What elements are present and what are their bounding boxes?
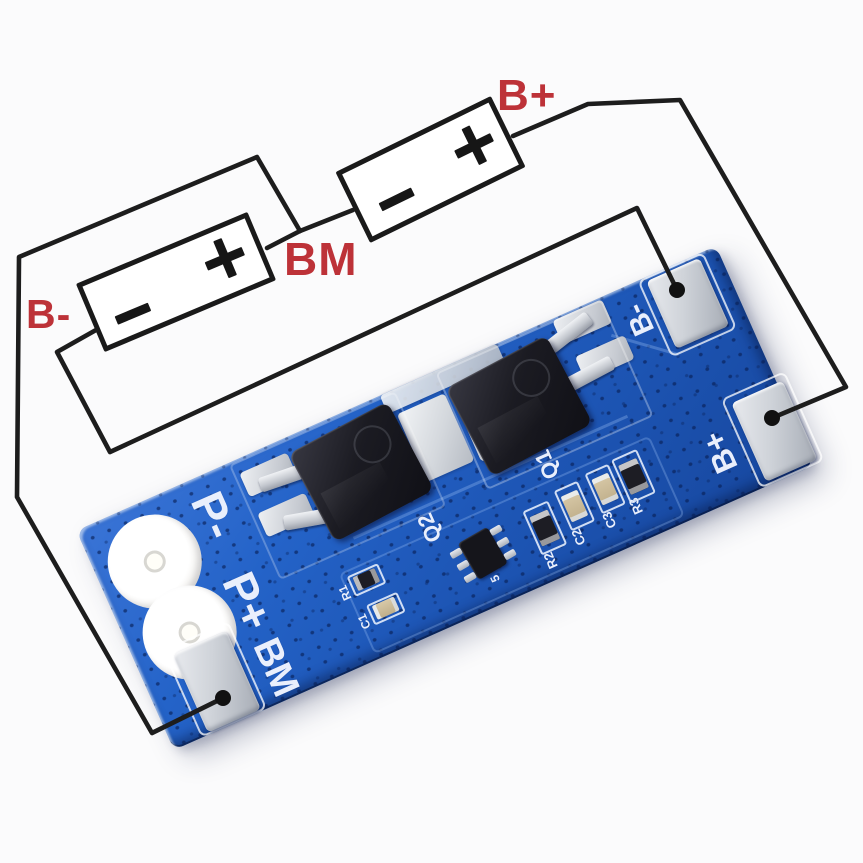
cell2-minus-stub	[297, 207, 356, 234]
label-bm: BM	[284, 233, 358, 285]
cell1-minus-symbol	[114, 302, 152, 325]
cell2-minus-symbol	[378, 187, 415, 212]
cell1-plus-symbol	[198, 232, 250, 284]
label-b-minus: B-	[26, 291, 72, 337]
label-b-plus: B+	[497, 71, 557, 120]
cell2-plus-symbol	[447, 119, 501, 173]
pcb-board: P- P+ BM B- B+ Q2 Q1 R2 C2 C3 R3 R1 C1 5	[76, 246, 825, 750]
battery-cell-1	[75, 211, 277, 353]
